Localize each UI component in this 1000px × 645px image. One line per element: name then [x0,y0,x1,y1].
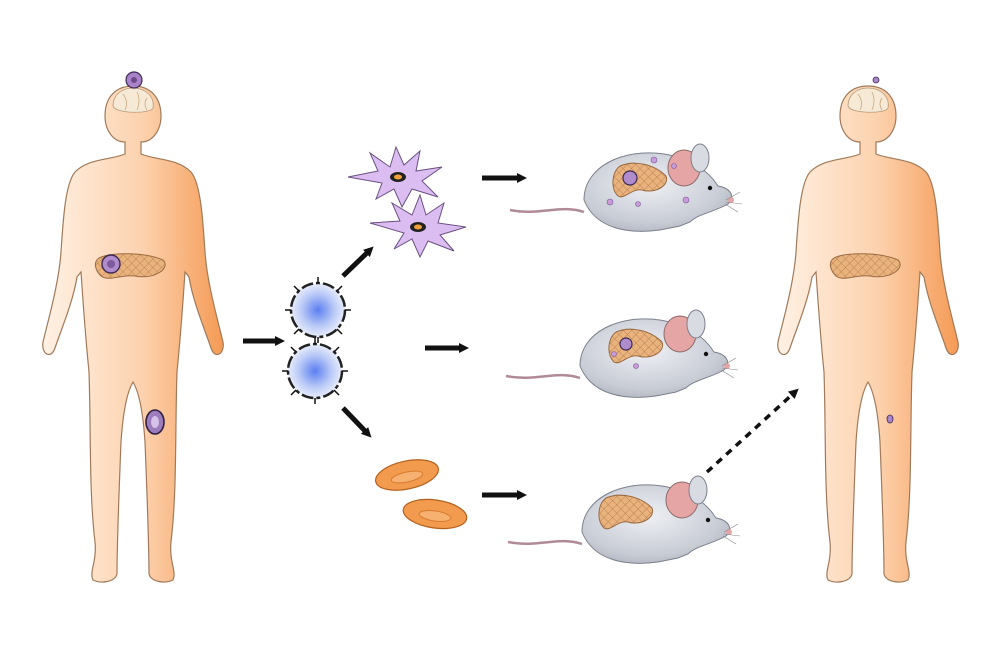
red-cells-icon [374,459,468,530]
dendritic-cells-icon [347,145,467,259]
mouse-icon-top [509,143,743,232]
recovered-patient-icon [777,76,959,583]
residual-brain-tumor-icon [872,76,880,84]
mouse-icon-bottom [507,475,741,564]
pancreas-icon [94,253,166,279]
stem-cells-icon [282,277,351,404]
patient-icon [42,71,224,583]
brain-icon [112,87,154,113]
leg-tumor-icon [145,409,165,435]
dashed-arrow-to-recovered [705,388,799,474]
arrow-to-dendritic [341,246,374,278]
mouse-icon-middle [505,309,739,398]
residual-leg-tumor-icon [886,414,894,424]
arrow-to-red-cells [341,406,372,438]
brain-icon [847,87,889,113]
pancreas-icon [829,253,901,279]
